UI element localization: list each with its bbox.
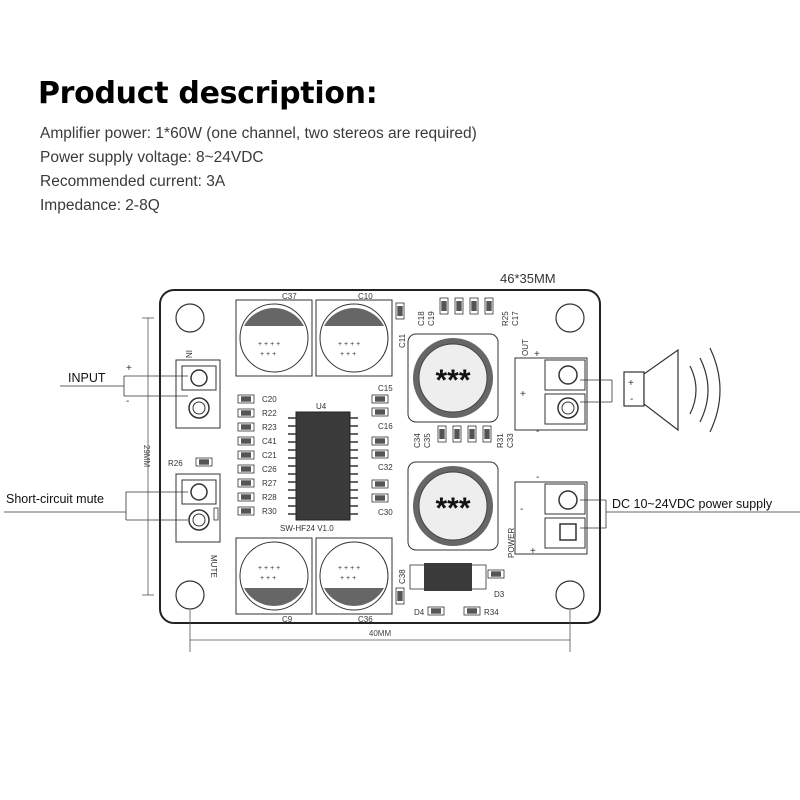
label-c35: C35 <box>423 433 432 448</box>
power-minus-top: - <box>536 472 539 483</box>
label-r28: R28 <box>262 493 277 502</box>
mounting-hole <box>555 580 585 610</box>
capacitor-c36: + + + + + + + C36 <box>315 537 393 624</box>
mounting-hole <box>175 580 205 610</box>
inductor-top-marking: *** <box>435 364 470 397</box>
capacitor-c10: + + + + + + + C10 <box>315 292 393 377</box>
label-c32: C32 <box>378 463 393 472</box>
label-c9: C9 <box>282 615 293 624</box>
svg-text:+ + + +: + + + + <box>258 565 280 572</box>
inductor-bottom: *** <box>407 461 499 551</box>
spec-supply-voltage: Power supply voltage: 8~24VDC <box>40 149 264 166</box>
input-minus-sign: - <box>126 396 129 407</box>
height-dimension-label: 29MM <box>142 445 151 468</box>
left-smd-column: C20 R22 R23 C41 C21 C26 R27 R28 R30 <box>237 394 277 516</box>
mounting-hole <box>175 303 205 333</box>
label-mute: MUTE <box>209 555 218 578</box>
label-c21: C21 <box>262 451 277 460</box>
label-c16: C16 <box>378 422 393 431</box>
capacitor-c11 <box>395 302 405 320</box>
label-d3: D3 <box>494 590 505 599</box>
spec-recommended-current: Recommended current: 3A <box>40 173 226 190</box>
spec-amplifier-power: Amplifier power: 1*60W (one channel, two… <box>40 125 477 142</box>
speaker-icon: + - <box>623 347 721 433</box>
power-minus-mid: - <box>520 504 523 515</box>
out-minus: - <box>536 426 539 437</box>
label-c15: C15 <box>378 384 393 393</box>
diode-d3: D3 <box>409 563 505 599</box>
label-c17: C17 <box>511 311 520 326</box>
svg-text:+ + +: + + + <box>340 575 356 582</box>
capacitor-c9: + + + + + + + C9 <box>235 537 313 624</box>
label-c18: C18 <box>417 311 426 326</box>
label-r23: R23 <box>262 423 277 432</box>
label-power: POWER <box>507 528 516 558</box>
speaker-plus-sign: + <box>628 378 634 389</box>
capacitor-c38 <box>395 587 405 605</box>
resistor-r34 <box>463 606 481 616</box>
right-smd-column: C15 C16 C32 C30 <box>371 384 393 517</box>
out-plus-mid: + <box>520 389 526 400</box>
width-dimension-label: 40MM <box>369 629 392 638</box>
label-r25: R25 <box>501 311 510 326</box>
output-terminal: OUT + + - <box>514 339 588 437</box>
label-c41: C41 <box>262 437 277 446</box>
spec-list: Amplifier power: 1*60W (one channel, two… <box>40 122 477 218</box>
input-plus-sign: + <box>126 363 132 374</box>
label-c34: C34 <box>413 433 422 448</box>
input-callout: INPUT <box>68 371 106 385</box>
svg-text:+ + +: + + + <box>260 575 276 582</box>
label-r34: R34 <box>484 608 499 617</box>
label-r26: R26 <box>168 459 183 468</box>
label-out: OUT <box>521 339 530 356</box>
label-c10: C10 <box>358 292 373 301</box>
diode-d4 <box>427 606 445 616</box>
svg-text:+ + +: + + + <box>340 351 356 358</box>
label-r22: R22 <box>262 409 277 418</box>
label-c20: C20 <box>262 395 277 404</box>
svg-text:+ + + +: + + + + <box>258 341 280 348</box>
power-plus: + <box>530 546 536 557</box>
label-c19: C19 <box>427 311 436 326</box>
label-c30: C30 <box>378 508 393 517</box>
inductor-bottom-marking: *** <box>435 492 470 525</box>
svg-text:+ + + +: + + + + <box>338 565 360 572</box>
power-callout: DC 10~24VDC power supply <box>612 497 773 511</box>
capacitor-c37: + + + + + + + C37 <box>235 292 313 377</box>
speaker-minus-sign: - <box>630 394 633 405</box>
inductor-top: *** <box>407 333 499 423</box>
label-c33: C33 <box>506 433 515 448</box>
power-terminal: POWER - - + <box>507 472 588 558</box>
input-terminal: IN <box>175 350 221 429</box>
svg-text:+ + +: + + + <box>260 351 276 358</box>
chip-u4: U4 <box>288 402 358 521</box>
label-c26: C26 <box>262 465 277 474</box>
board-name-label: SW-HF24 V1.0 <box>280 524 334 533</box>
mute-terminal: MUTE <box>175 473 221 578</box>
resistor-r26 <box>195 457 213 467</box>
mounting-hole <box>555 303 585 333</box>
spec-impedance: Impedance: 2-8Q <box>40 197 160 214</box>
board-size-label: 46*35MM <box>500 271 556 286</box>
label-d4: D4 <box>414 608 425 617</box>
svg-text:+ + + +: + + + + <box>338 341 360 348</box>
label-in: IN <box>184 350 193 358</box>
label-c37: C37 <box>282 292 297 301</box>
out-plus-top: + <box>534 349 540 360</box>
page-title: Product description: <box>38 76 378 111</box>
label-c36: C36 <box>358 615 373 624</box>
label-c38: C38 <box>398 569 407 584</box>
mute-callout: Short-circuit mute <box>6 492 104 506</box>
label-r27: R27 <box>262 479 277 488</box>
label-u4: U4 <box>316 402 327 411</box>
label-r31: R31 <box>496 433 505 448</box>
label-c11: C11 <box>398 333 407 348</box>
label-r30: R30 <box>262 507 277 516</box>
